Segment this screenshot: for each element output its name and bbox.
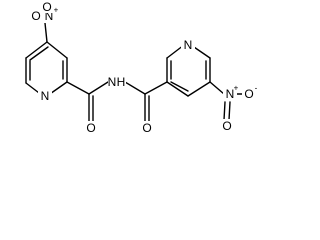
amide-nitrogen: N [108, 75, 117, 89]
bond [46, 41, 68, 59]
atom-bg [84, 121, 98, 135]
oxygen-atom-top: O [31, 9, 40, 23]
positive-charge: + [234, 84, 239, 93]
bond [124, 81, 146, 95]
atom-bg [181, 38, 195, 52]
oxygen-atom-bottom: O [244, 87, 253, 101]
ring-nitrogen-right: N [184, 38, 193, 52]
bond [66, 81, 90, 95]
carbonyl-oxygen-right: O [142, 121, 151, 135]
atom-bg [108, 75, 126, 89]
ring-nitrogen-left: N [41, 89, 50, 103]
nitrogen-atom-top: N [45, 9, 54, 23]
oxygen-atom-bottom-2: O [222, 119, 231, 133]
bond [228, 101, 231, 121]
bond [187, 81, 211, 97]
bond [166, 81, 189, 97]
nitrogen-atom-bottom: N [226, 87, 235, 101]
carbonyl-oxygen-left: O [86, 121, 95, 135]
atom-bg [41, 1, 53, 13]
structure-canvas: O - N + O N N H O N O N + O - [25, 0, 258, 135]
atom-bg [140, 121, 154, 135]
atom-bg [242, 87, 256, 101]
atom-bg [221, 119, 235, 133]
positive-charge: + [54, 6, 59, 15]
atom-bg [38, 89, 52, 103]
bond [209, 81, 225, 95]
bond [88, 81, 109, 95]
bond [144, 81, 168, 95]
bond [223, 101, 226, 121]
molecule-structure-diagram: O - N + O N N H O N O N + O - [25, 0, 258, 135]
bond [25, 41, 48, 59]
bond [44, 22, 48, 43]
amide-hydrogen: H [117, 75, 126, 89]
oxygen-atom-top-2: O [42, 0, 51, 14]
bond-lines [25, 7, 246, 123]
atom-labels: O - N + O N N H O N O N + O - [31, 0, 258, 135]
negative-charge: - [255, 84, 258, 93]
bond [170, 81, 189, 92]
atom-bg [223, 87, 237, 101]
bond [29, 46, 49, 61]
